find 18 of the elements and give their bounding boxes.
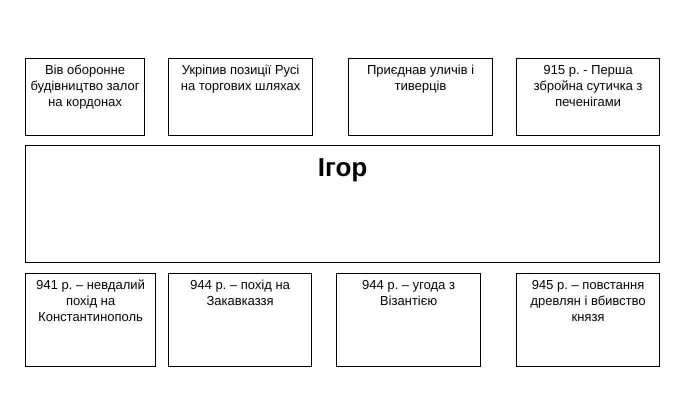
central-title: Ігор bbox=[318, 152, 368, 182]
event-text: 945 р. – повстання древлян і вбивство князя bbox=[529, 277, 647, 325]
event-box bbox=[516, 273, 660, 367]
event-box bbox=[25, 58, 145, 136]
event-box bbox=[25, 273, 156, 367]
event-box bbox=[168, 58, 313, 136]
event-box bbox=[348, 58, 493, 136]
event-box bbox=[336, 273, 481, 367]
event-text: 944 р. – угода з Візантією bbox=[361, 277, 456, 309]
event-text: Укріпив позиції Русі на торгових шляхах bbox=[180, 62, 302, 94]
event-box bbox=[516, 58, 660, 136]
event-text: Вів оборонне будівництво залог на кордонах bbox=[30, 62, 140, 110]
event-text: 941 р. – невдалий похід на Константинополь bbox=[35, 277, 146, 325]
event-box bbox=[168, 273, 312, 367]
event-text: 944 р. – похід на Закавказзя bbox=[189, 277, 291, 309]
event-text: Приєднав уличів і тиверців bbox=[366, 62, 476, 94]
central-box bbox=[25, 145, 660, 263]
event-text: 915 р. - Перша збройна сутичка з печенігами bbox=[532, 62, 644, 110]
